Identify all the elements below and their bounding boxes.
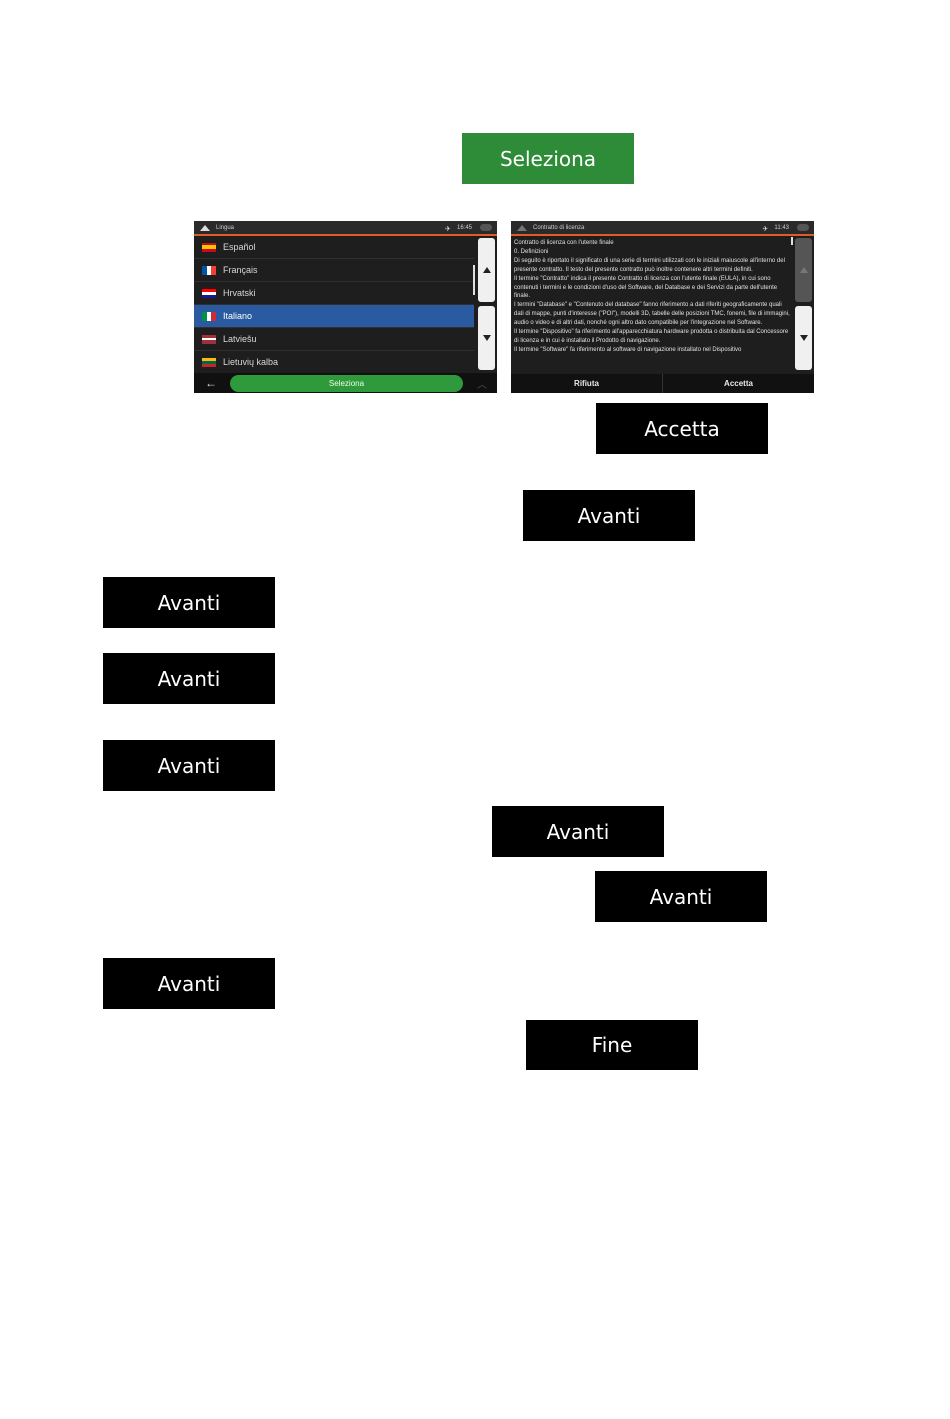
scroll-up-button[interactable] <box>478 238 495 302</box>
avanti-button[interactable]: Avanti <box>103 653 275 704</box>
scrollbar[interactable] <box>473 265 475 295</box>
language-bottombar: ← Seleziona ︿ <box>194 373 497 393</box>
screen-title: Lingua <box>216 224 235 231</box>
language-label: Italiano <box>223 311 253 321</box>
triangle-up-icon <box>799 267 808 273</box>
scroll-down-button[interactable] <box>478 306 495 370</box>
flag-italy-icon <box>202 311 217 321</box>
clock-time: 11:43 <box>774 224 789 231</box>
list-item[interactable]: Hrvatski <box>194 282 474 305</box>
license-paragraph: Di seguito è riportato il significato di… <box>514 257 785 273</box>
language-label: Español <box>223 242 256 252</box>
list-item[interactable]: Latviešu <box>194 328 474 351</box>
fine-button[interactable]: Fine <box>526 1020 698 1070</box>
accetta-button[interactable]: Accetta <box>596 403 768 454</box>
message-icon[interactable] <box>797 224 809 231</box>
list-item[interactable]: Français <box>194 259 474 282</box>
accept-license-button[interactable]: Accetta <box>724 379 753 388</box>
license-paragraph: Il termine "Software" fa riferimento al … <box>514 346 742 353</box>
language-label: Hrvatski <box>223 288 256 298</box>
message-icon[interactable] <box>480 224 492 231</box>
up-arrow-icon[interactable] <box>517 224 527 231</box>
gps-icon: ✈ <box>762 225 769 233</box>
screen-title: Contratto di licenza <box>533 224 585 231</box>
avanti-button[interactable]: Avanti <box>103 958 275 1009</box>
avanti-button[interactable]: Avanti <box>595 871 767 922</box>
avanti-button[interactable]: Avanti <box>492 806 664 857</box>
list-item[interactable]: Español <box>194 236 474 259</box>
license-paragraph: I termini "Database" e "Contenuto del da… <box>514 302 790 327</box>
language-list: Español Français Hrvatski Italiano Latvi… <box>194 236 474 374</box>
language-screen: Lingua ✈ 16:45 Español Français Hrvatski… <box>194 221 497 393</box>
license-paragraph: Il termine "Dispositivo" fa riferimento … <box>514 329 789 344</box>
triangle-down-icon <box>799 335 808 341</box>
language-label: Latviešu <box>223 334 257 344</box>
clock-time: 16:45 <box>456 224 472 231</box>
back-arrow-icon[interactable]: ← <box>205 376 217 390</box>
up-arrow-icon[interactable] <box>200 224 210 231</box>
license-topbar: Contratto di licenza ✈ 11:43 <box>511 221 814 236</box>
license-bottombar: Rifiuta Accetta <box>511 374 814 393</box>
language-label: Lietuvių kalba <box>223 357 279 367</box>
gps-icon: ✈ <box>444 225 451 233</box>
language-topbar: Lingua ✈ 16:45 <box>194 221 497 236</box>
scrollbar[interactable] <box>791 237 793 245</box>
chevron-up-icon[interactable]: ︿ <box>477 380 487 391</box>
license-paragraph: Contratto di licenza con l'utente finale <box>514 240 614 246</box>
license-screen: Contratto di licenza ✈ 11:43 Contratto d… <box>511 221 814 393</box>
license-paragraph: 0. Definizioni <box>514 248 549 255</box>
scroll-up-button[interactable] <box>795 238 812 302</box>
avanti-button[interactable]: Avanti <box>103 740 275 791</box>
flag-spain-icon <box>202 242 216 252</box>
flag-france-icon <box>202 265 217 275</box>
flag-latvia-icon <box>202 334 216 344</box>
list-item[interactable]: Lietuvių kalba <box>194 351 474 374</box>
language-label: Français <box>223 265 258 275</box>
reject-button[interactable]: Rifiuta <box>511 374 663 393</box>
seleziona-button[interactable]: Seleziona <box>462 133 634 184</box>
select-language-button[interactable]: Seleziona <box>230 375 463 392</box>
triangle-down-icon <box>482 335 491 341</box>
scroll-down-button[interactable] <box>795 306 812 370</box>
license-text: Contratto di licenza con l'utente finale… <box>514 239 790 371</box>
avanti-button[interactable]: Avanti <box>103 577 275 628</box>
license-paragraph: Il termine "Contratto" indica il present… <box>514 275 778 300</box>
flag-lithuania-icon <box>202 357 216 367</box>
list-item-selected[interactable]: Italiano <box>194 305 474 328</box>
flag-croatia-icon <box>202 288 216 298</box>
avanti-button[interactable]: Avanti <box>523 490 695 541</box>
triangle-up-icon <box>482 267 491 273</box>
